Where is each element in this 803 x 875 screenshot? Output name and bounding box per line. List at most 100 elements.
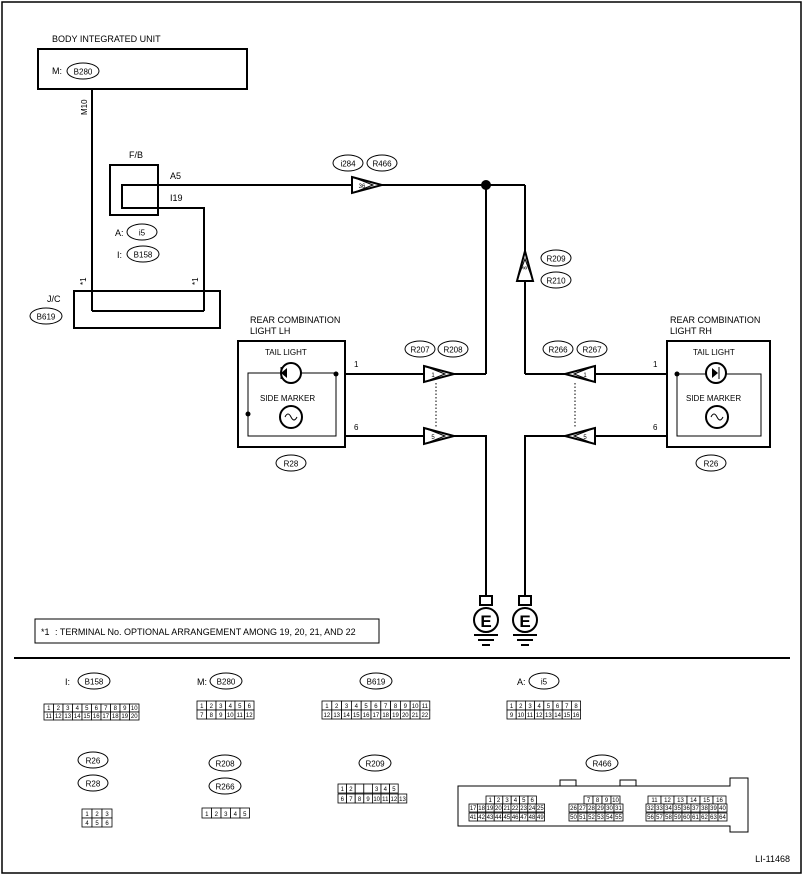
connector-pin-number: 9 [366, 797, 370, 803]
connector-pin-number: 15 [563, 713, 570, 719]
conn-r466-latch [559, 779, 577, 787]
connector-pin-number: 4 [85, 821, 89, 827]
ground-icon [512, 607, 538, 633]
connector-pin-number: 11 [46, 714, 53, 720]
connector-pin-cell [244, 709, 255, 720]
connector-tag [77, 774, 109, 792]
connector-pin-number: 25 [537, 806, 544, 812]
note-box [34, 618, 380, 644]
connector-pin-number: 21 [503, 806, 510, 812]
connector-pin-number: 9 [510, 713, 514, 719]
connector-pin-number: 2 [519, 704, 523, 710]
connector-pin-number: 46 [512, 815, 519, 821]
rh-jpin-b: 5 [583, 435, 587, 441]
connector-pin-number: 20 [131, 714, 138, 720]
connector-pin-number: 5 [392, 787, 396, 793]
fuse-conn-a: i5 [139, 229, 146, 238]
connector-pin-cell [354, 783, 365, 794]
connector-pin-number: 6 [95, 706, 99, 712]
connector-pin-cell [717, 812, 728, 822]
rh-connector: R26 [704, 460, 719, 469]
conn-r209-name: R209 [365, 760, 385, 769]
connector-tag [209, 672, 243, 690]
connector-tag [77, 751, 109, 769]
lh-filament [284, 413, 298, 421]
connector-pin-number: 6 [248, 704, 252, 710]
connector-pin-number: 27 [579, 806, 586, 812]
conn-r26-name2: R28 [86, 780, 101, 789]
joint-connector: B619 [37, 313, 56, 322]
connector-pin-number: 11 [651, 798, 658, 804]
conn-r208-name2: R266 [215, 783, 235, 792]
connector-pin-number: 3 [505, 798, 509, 804]
connector-pin-cell [101, 817, 113, 828]
body-unit-title: BODY INTEGRATED UNIT [52, 34, 161, 44]
connector-pin-number: 3 [219, 704, 223, 710]
connector-pin-number: 19 [121, 714, 128, 720]
connector-tag [66, 62, 100, 80]
connector-pin-number: 30 [606, 806, 613, 812]
lh-side-label: SIDE MARKER [260, 394, 315, 403]
connector-pin-cell [535, 803, 546, 813]
connector-pin-number: 7 [349, 797, 353, 803]
connector-pin-number: 14 [74, 714, 81, 720]
connector-tag [542, 340, 574, 358]
connector-pin-number: 8 [358, 797, 362, 803]
connector-pin-number: 6 [341, 797, 345, 803]
figure-id: LI-11468 [755, 854, 790, 864]
conn-i5-name: i5 [541, 678, 548, 687]
connector-pin-number: 40 [719, 806, 726, 812]
connector-tag [126, 245, 160, 263]
connector-tag [208, 754, 242, 772]
connector-pin-number: 45 [503, 815, 510, 821]
lh-node [333, 371, 339, 377]
connector-pin-number: 13 [677, 798, 684, 804]
connector-pin-number: 18 [382, 713, 389, 719]
connector-pin-number: 13 [545, 713, 552, 719]
junction-top-symbol [351, 175, 386, 195]
connector-tag [358, 754, 392, 772]
lh-jconn2: R208 [443, 346, 463, 355]
connector-pin-number: 3 [105, 812, 109, 818]
body-unit-prefix: M: [52, 66, 62, 76]
connector-pin-number: 61 [692, 815, 699, 821]
lh-jpin-b: 5 [431, 435, 435, 441]
rh-title-line1: REAR COMBINATION [670, 315, 760, 325]
junction-top-symbol-inner [354, 177, 375, 193]
connector-pin-number: 2 [349, 787, 353, 793]
connector-pin-number: 1 [325, 704, 329, 710]
connector-pin-number: 2 [95, 812, 99, 818]
connector-tag [585, 754, 619, 772]
connector-pin-number: 36 [683, 806, 690, 812]
connector-pin-number: 1 [489, 798, 493, 804]
connector-pin-number: 32 [647, 806, 654, 812]
connector-pin-number: 7 [587, 798, 591, 804]
ground-terminal [518, 595, 532, 606]
conn-b158-prefix: I: [65, 677, 70, 687]
connector-pin-number: 18 [478, 806, 485, 812]
connector-pin-number: 15 [353, 713, 360, 719]
rh-tail-label: TAIL LIGHT [693, 348, 735, 357]
fuse-box-title: F/B [129, 150, 143, 160]
ground-icon [473, 607, 499, 633]
joint-connector-box [73, 290, 221, 329]
rh-filament [710, 413, 724, 421]
connector-pin-number: 39 [710, 806, 717, 812]
connector-pin-cell [239, 807, 250, 819]
connector-tag [208, 777, 242, 795]
connector-pin-number: 4 [76, 706, 80, 712]
connector-pin-number: 12 [536, 713, 543, 719]
connector-pin-number: 10 [517, 713, 524, 719]
connector-pin-number: 51 [579, 815, 586, 821]
connector-pin-number: 20 [495, 806, 502, 812]
connector-pin-number: 2 [57, 706, 61, 712]
connector-pin-number: 59 [674, 815, 681, 821]
